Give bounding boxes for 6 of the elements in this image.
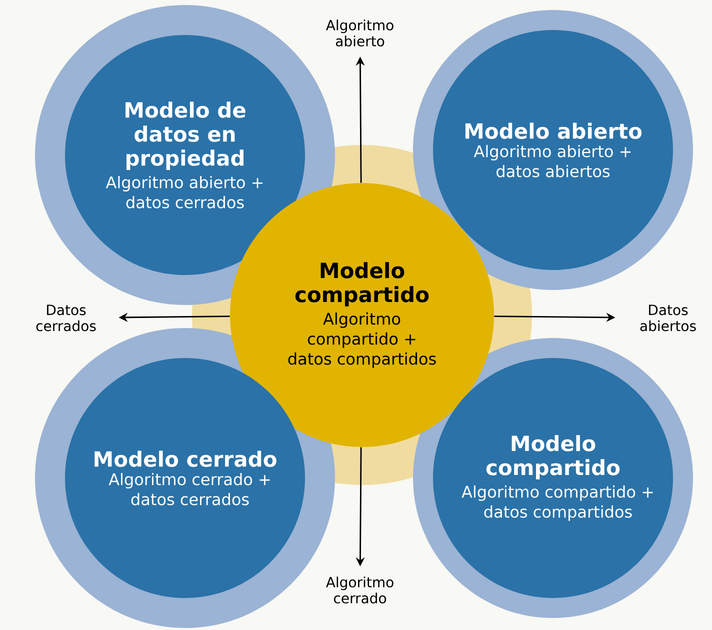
axis-label: Datos abiertos xyxy=(640,304,696,332)
circle-node: Modelo de datos en propiedad Algoritmo abierto + datos cerrados xyxy=(65,35,305,275)
axis-label: Algoritmo abierto xyxy=(326,20,394,46)
axis-label: Datos cerrados xyxy=(36,304,96,332)
axis-label: Algoritmo cerrado xyxy=(326,576,394,604)
circle-node: Modelo abierto Algoritmo abierto + datos abiertos xyxy=(433,30,673,270)
